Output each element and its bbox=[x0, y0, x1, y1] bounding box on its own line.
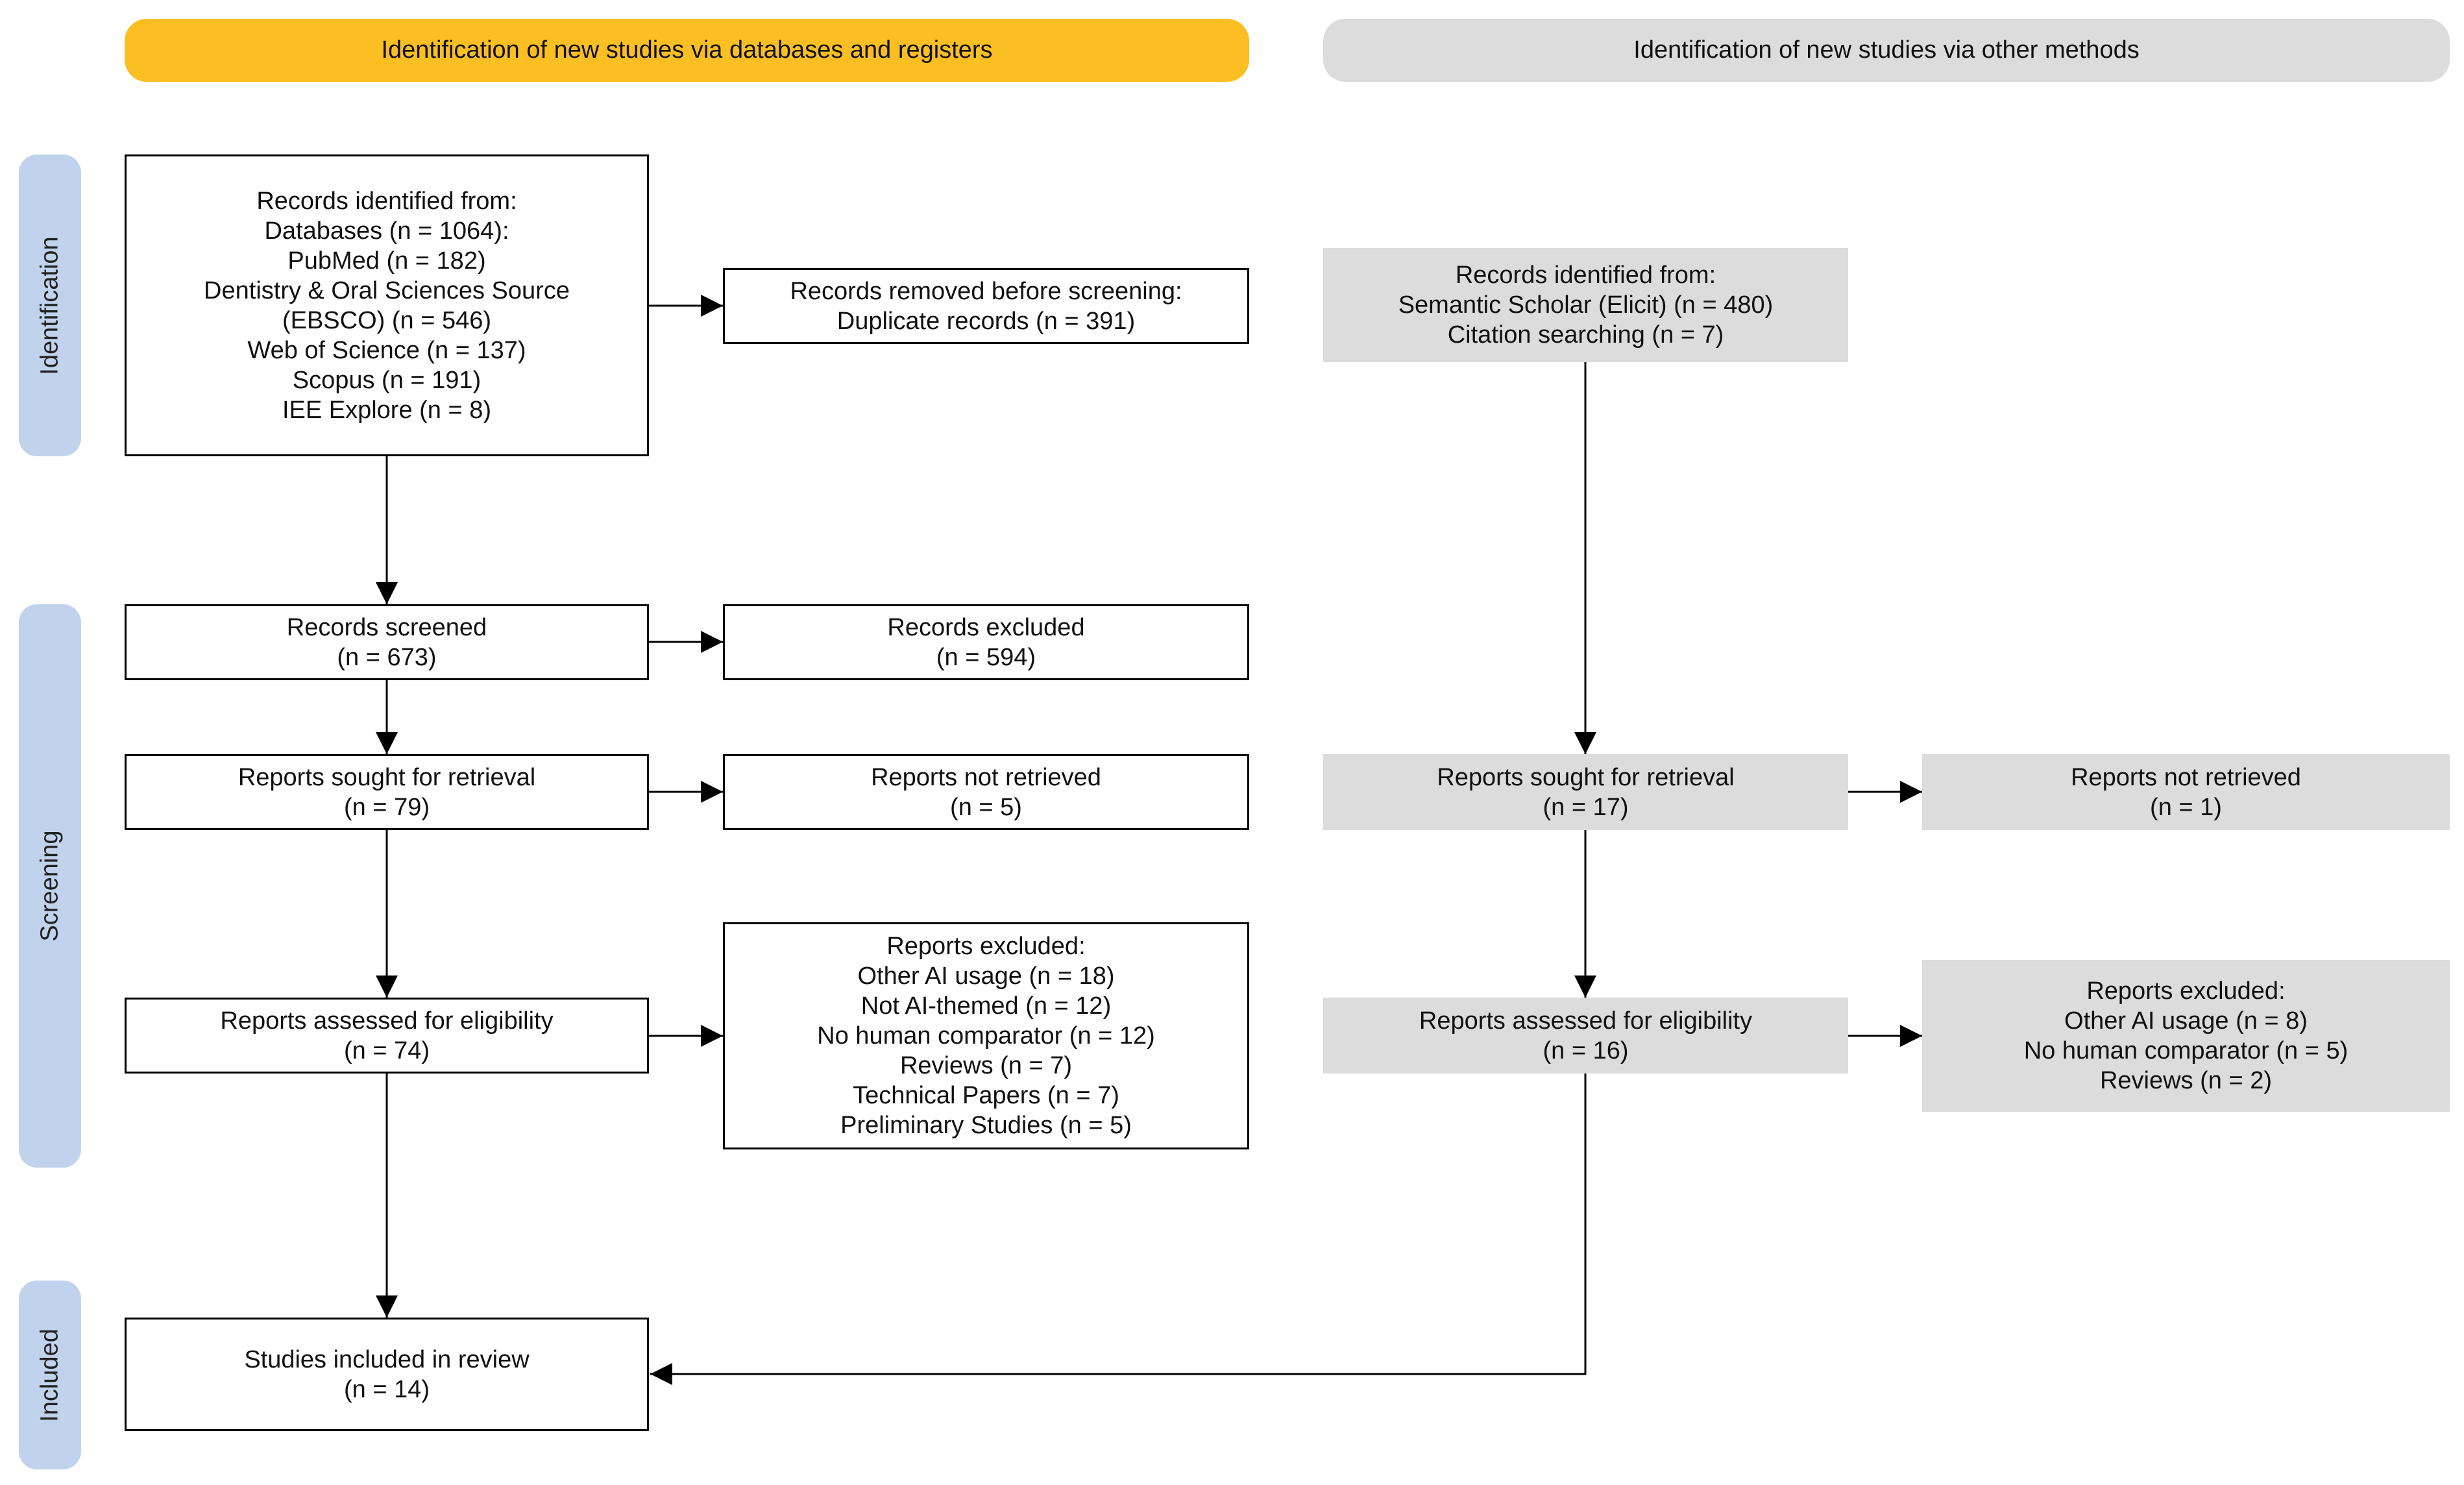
reports-not-retrieved-text: Reports not retrieved(n = 5) bbox=[871, 763, 1101, 822]
box-line: Reviews (n = 7) bbox=[899, 1052, 1073, 1079]
box-line: Reports assessed for eligibility bbox=[1419, 1007, 1753, 1035]
box-line: Not AI-themed (n = 12) bbox=[860, 992, 1112, 1020]
box-line: Studies included in review bbox=[244, 1345, 530, 1373]
records-identified-box: Records identified from:Databases (n = 1… bbox=[125, 154, 649, 456]
box-line: Preliminary Studies (n = 5) bbox=[840, 1112, 1132, 1139]
box-line: Records identified from: bbox=[256, 187, 517, 215]
other-reports-excluded-box: Reports excluded:Other AI usage (n = 8)N… bbox=[1922, 960, 2450, 1112]
box-line: (n = 673) bbox=[337, 643, 437, 671]
box-line: Reports sought for retrieval bbox=[1437, 763, 1735, 791]
box-line: Web of Science (n = 137) bbox=[247, 336, 526, 364]
phase-included: Included bbox=[19, 1281, 81, 1469]
box-line: (n = 74) bbox=[343, 1037, 430, 1064]
box-line: (n = 79) bbox=[343, 793, 430, 821]
records-removed-box: Records removed before screening:Duplica… bbox=[723, 268, 1249, 344]
reports-sought-box: Reports sought for retrieval(n = 79) bbox=[125, 754, 649, 830]
records-identified-text: Records identified from:Databases (n = 1… bbox=[204, 186, 570, 425]
box-line: Dentistry & Oral Sciences Source bbox=[204, 276, 570, 304]
box-line: Reports assessed for eligibility bbox=[220, 1007, 554, 1035]
box-line: Other AI usage (n = 8) bbox=[2064, 1007, 2308, 1035]
box-line: (EBSCO) (n = 546) bbox=[282, 306, 492, 334]
arrow-other-assessed-to-included bbox=[650, 1074, 1587, 1385]
phase-identification: Identification bbox=[19, 154, 81, 456]
other-reports-sought-text: Reports sought for retrieval(n = 17) bbox=[1437, 763, 1734, 822]
studies-included-box: Studies included in review(n = 14) bbox=[125, 1318, 649, 1431]
other-reports-not-retrieved-text: Reports not retrieved(n = 1) bbox=[2071, 763, 2301, 822]
reports-assessed-text: Reports assessed for eligibility(n = 74) bbox=[220, 1006, 553, 1066]
box-line: No human comparator (n = 12) bbox=[817, 1022, 1155, 1049]
other-reports-excluded-text: Reports excluded:Other AI usage (n = 8)N… bbox=[2024, 976, 2348, 1096]
other-reports-assessed-box: Reports assessed for eligibility(n = 16) bbox=[1323, 998, 1848, 1074]
box-line: Reports sought for retrieval bbox=[238, 763, 536, 791]
box-line: Duplicate records (n = 391) bbox=[836, 307, 1136, 335]
other-reports-sought-box: Reports sought for retrieval(n = 17) bbox=[1323, 754, 1848, 830]
box-line: Scopus (n = 191) bbox=[292, 366, 482, 394]
other-records-identified-text: Records identified from:Semantic Scholar… bbox=[1398, 260, 1774, 350]
box-line: Semantic Scholar (Elicit) (n = 480) bbox=[1398, 291, 1774, 319]
other-records-identified-box: Records identified from:Semantic Scholar… bbox=[1323, 248, 1848, 362]
box-line: Reports not retrieved bbox=[871, 763, 1101, 791]
reports-not-retrieved-box: Reports not retrieved(n = 5) bbox=[723, 754, 1249, 830]
box-line: Reports not retrieved bbox=[2071, 763, 2301, 791]
reports-assessed-box: Reports assessed for eligibility(n = 74) bbox=[125, 998, 649, 1074]
box-line: Reports excluded: bbox=[886, 933, 1086, 960]
records-excluded-text: Records excluded(n = 594) bbox=[887, 613, 1084, 672]
records-excluded-box: Records excluded(n = 594) bbox=[723, 604, 1249, 680]
box-line: No human comparator (n = 5) bbox=[2023, 1037, 2348, 1064]
box-line: Records excluded bbox=[887, 613, 1085, 641]
box-line: Technical Papers (n = 7) bbox=[853, 1082, 1119, 1109]
box-line: Other AI usage (n = 18) bbox=[857, 963, 1115, 990]
box-line: PubMed (n = 182) bbox=[287, 247, 486, 275]
box-line: Reviews (n = 2) bbox=[2099, 1067, 2273, 1094]
reports-excluded-text: Reports excluded: Other AI usage (n = 18)… bbox=[817, 931, 1155, 1140]
box-line: (n = 1) bbox=[2150, 793, 2222, 821]
box-line: Records identified from: bbox=[1455, 262, 1716, 289]
other-reports-assessed-text: Reports assessed for eligibility(n = 16) bbox=[1419, 1006, 1752, 1066]
records-removed-text: Records removed before screening:Duplica… bbox=[790, 276, 1182, 336]
box-line: Reports excluded: bbox=[2086, 977, 2286, 1005]
box-line: Records screened bbox=[286, 613, 487, 641]
databases-header: Identification of new studies via databa… bbox=[125, 19, 1249, 82]
other-methods-header: Identification of new studies via other … bbox=[1323, 19, 2450, 82]
other-reports-not-retrieved-box: Reports not retrieved(n = 1) bbox=[1922, 754, 2450, 830]
box-line: Citation searching (n = 7) bbox=[1447, 321, 1724, 349]
studies-included-text: Studies included in review(n = 14) bbox=[244, 1345, 529, 1405]
records-screened-box: Records screened(n = 673) bbox=[125, 604, 649, 680]
box-line: (n = 16) bbox=[1543, 1037, 1629, 1064]
reports-sought-text: Reports sought for retrieval(n = 79) bbox=[238, 763, 535, 822]
box-line: Databases (n = 1064): bbox=[264, 217, 509, 245]
box-line: (n = 594) bbox=[936, 643, 1036, 671]
phase-screening: Screening bbox=[19, 604, 81, 1168]
box-line: Records removed before screening: bbox=[790, 277, 1182, 305]
box-line: IEE Explore (n = 8) bbox=[282, 396, 492, 424]
records-screened-text: Records screened(n = 673) bbox=[287, 613, 487, 672]
box-line: (n = 5) bbox=[950, 793, 1022, 821]
box-line: (n = 17) bbox=[1543, 793, 1629, 821]
reports-excluded-box: Reports excluded: Other AI usage (n = 18)… bbox=[723, 922, 1249, 1149]
box-line: (n = 14) bbox=[343, 1375, 430, 1403]
